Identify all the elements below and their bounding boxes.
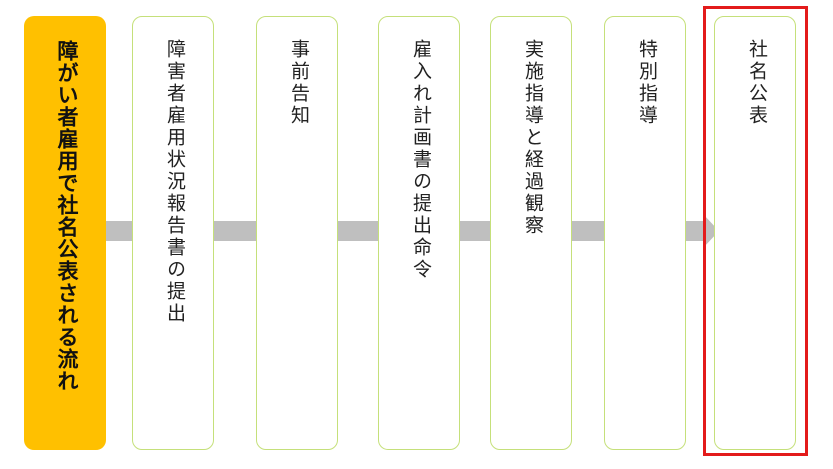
step-report-submission: 障害者雇用状況報告書の提出	[132, 16, 214, 450]
step-label: 特別指導	[636, 39, 658, 127]
flow-title: 障がい者雇用で社名公表される流れ	[55, 40, 79, 392]
step-company-name-publication: 社名公表	[714, 16, 796, 450]
step-hiring-plan-order: 雇入れ計画書の提出命令	[378, 16, 460, 450]
highlight-frame	[703, 6, 808, 456]
step-label: 実施指導と経過観察	[522, 39, 544, 237]
flow-title-box: 障がい者雇用で社名公表される流れ	[24, 16, 106, 450]
step-label: 障害者雇用状況報告書の提出	[164, 39, 186, 325]
step-guidance-monitoring: 実施指導と経過観察	[490, 16, 572, 450]
step-label: 事前告知	[288, 39, 310, 127]
step-special-guidance: 特別指導	[604, 16, 686, 450]
step-label: 社名公表	[746, 39, 768, 127]
step-advance-notice: 事前告知	[256, 16, 338, 450]
step-label: 雇入れ計画書の提出命令	[410, 39, 432, 281]
